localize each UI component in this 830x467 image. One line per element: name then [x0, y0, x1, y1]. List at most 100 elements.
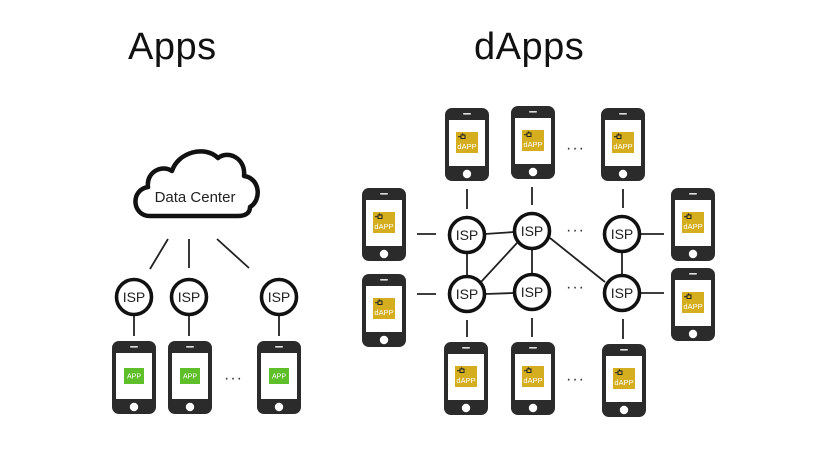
cloud-label: Data Center — [155, 189, 236, 206]
isp-node: ISP — [447, 274, 487, 314]
ellipsis: ··· — [566, 222, 585, 239]
dapp-label: dAPP — [374, 222, 393, 231]
app-label: APP — [272, 374, 286, 381]
home-button — [129, 402, 139, 412]
plug-icon — [684, 213, 692, 219]
phone: dAPP — [511, 106, 555, 179]
home-button — [688, 329, 698, 339]
home-button — [528, 167, 538, 177]
phone-speaker — [275, 346, 283, 348]
isp-label: ISP — [611, 226, 634, 242]
isp-label: ISP — [521, 284, 544, 300]
apps-diagram: Data Center ··· ISP ISP ISP APP APP APP — [112, 149, 301, 414]
dapp-icon: dAPP — [456, 132, 478, 153]
isp-label: ISP — [456, 227, 479, 243]
isp-node: ISP — [169, 277, 209, 317]
ellipsis: ··· — [566, 279, 585, 296]
isp-node: ISP — [114, 277, 154, 317]
plug-icon — [684, 293, 692, 299]
ellipsis: ··· — [566, 371, 585, 388]
dapps-title: dApps — [474, 26, 585, 68]
dapp-label: dAPP — [683, 302, 702, 311]
phone-speaker — [529, 111, 537, 113]
plug-icon — [458, 133, 466, 139]
isp-node: ISP — [602, 273, 642, 313]
app-icon: APP — [269, 368, 289, 384]
app-label: APP — [183, 374, 197, 381]
isp-node: ISP — [512, 272, 552, 312]
link-line — [549, 237, 606, 283]
home-button — [274, 402, 284, 412]
isp-circle — [512, 211, 552, 251]
apps-title: Apps — [128, 26, 217, 68]
phone-speaker — [689, 193, 697, 195]
phone-speaker — [462, 347, 470, 349]
dapp-icon: dAPP — [522, 366, 544, 387]
isp-node: ISP — [447, 215, 487, 255]
phone-speaker — [380, 193, 388, 195]
phone: dAPP — [445, 108, 489, 181]
dapp-icon: dAPP — [373, 212, 395, 233]
isp-node: ISP — [512, 211, 552, 251]
home-button — [528, 403, 538, 413]
cloud-icon — [133, 149, 260, 219]
link-line — [149, 238, 169, 270]
home-button — [462, 169, 472, 179]
phone: dAPP — [511, 342, 555, 415]
plug-icon — [375, 213, 383, 219]
home-button — [185, 402, 195, 412]
phone: dAPP — [444, 342, 488, 415]
ellipsis: ··· — [224, 370, 243, 387]
app-label: APP — [127, 374, 141, 381]
phone-speaker — [186, 346, 194, 348]
dapp-icon: dAPP — [522, 130, 544, 151]
app-icon: APP — [124, 368, 144, 384]
dapp-label: dAPP — [374, 308, 393, 317]
dapps-diagram: ··· ··· ··· ··· ISP ISP ISP ISP ISP ISP dAPP d… — [362, 106, 715, 417]
isp-node: ISP — [602, 214, 642, 254]
dapp-icon: dAPP — [682, 292, 704, 313]
home-button — [619, 405, 629, 415]
home-button — [461, 403, 471, 413]
phone: dAPP — [602, 344, 646, 417]
phone: dAPP — [362, 274, 406, 347]
isp-circle — [447, 215, 487, 255]
dapp-label: dAPP — [456, 376, 475, 385]
isp-circle — [114, 277, 154, 317]
plug-icon — [615, 369, 623, 375]
link-line — [484, 292, 515, 295]
phone-speaker — [619, 113, 627, 115]
dapp-label: dAPP — [614, 378, 633, 387]
isp-label: ISP — [268, 289, 291, 305]
plug-icon — [375, 299, 383, 305]
dapp-icon: dAPP — [682, 212, 704, 233]
plug-icon — [524, 367, 532, 373]
dapp-icon: dAPP — [612, 132, 634, 153]
link-line — [480, 242, 518, 283]
dapp-icon: dAPP — [455, 366, 477, 387]
isp-label: ISP — [456, 286, 479, 302]
isp-label: ISP — [521, 223, 544, 239]
dapp-label: dAPP — [523, 140, 542, 149]
ellipsis: ··· — [566, 140, 585, 157]
phone-speaker — [463, 113, 471, 115]
phone: APP — [112, 341, 156, 414]
isp-circle — [602, 273, 642, 313]
isp-circle — [447, 274, 487, 314]
isp-label: ISP — [178, 289, 201, 305]
data-center-cloud: Data Center — [133, 149, 260, 219]
isp-label: ISP — [123, 289, 146, 305]
phone: dAPP — [671, 188, 715, 261]
phone: dAPP — [601, 108, 645, 181]
phone-speaker — [529, 347, 537, 349]
plug-icon — [524, 131, 532, 137]
home-button — [379, 335, 389, 345]
dapp-label: dAPP — [683, 222, 702, 231]
dapp-label: dAPP — [523, 376, 542, 385]
dapp-icon: dAPP — [613, 368, 635, 389]
link-line — [484, 231, 515, 235]
isp-label: ISP — [611, 285, 634, 301]
app-icon: APP — [180, 368, 200, 384]
home-button — [379, 249, 389, 259]
